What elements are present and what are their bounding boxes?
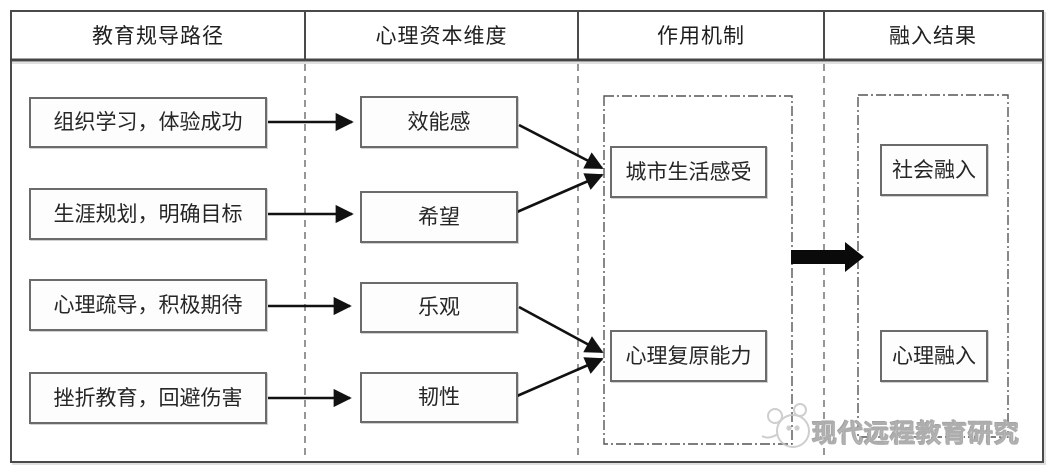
column-header-guidance-path: 教育规导路径 xyxy=(92,24,224,48)
box-optimism: 乐观 xyxy=(360,282,518,333)
box-psych-integration: 心理融入 xyxy=(880,330,988,382)
column-header-mechanism: 作用机制 xyxy=(657,24,745,48)
box-hope: 希望 xyxy=(360,191,518,243)
box-social-integration: 社会融入 xyxy=(880,144,988,196)
box-counseling: 心理疏导，积极期待 xyxy=(29,279,267,331)
box-city-life-feeling: 城市生活感受 xyxy=(610,146,767,198)
box-efficacy: 效能感 xyxy=(360,96,518,148)
box-resilience: 韧性 xyxy=(360,372,518,423)
column-header-psych-capital: 心理资本维度 xyxy=(375,24,508,48)
box-organize-learning: 组织学习，体验成功 xyxy=(29,97,267,148)
column-header-result: 融入结果 xyxy=(889,24,977,48)
box-psych-recovery-ability: 心理复原能力 xyxy=(610,330,767,382)
box-setback-education: 挫折教育，回避伤害 xyxy=(29,372,267,424)
watermark-text: 现代远程教育研究 xyxy=(812,421,1021,449)
outer-frame xyxy=(10,10,1044,463)
box-career-planning: 生涯规划，明确目标 xyxy=(29,188,267,240)
